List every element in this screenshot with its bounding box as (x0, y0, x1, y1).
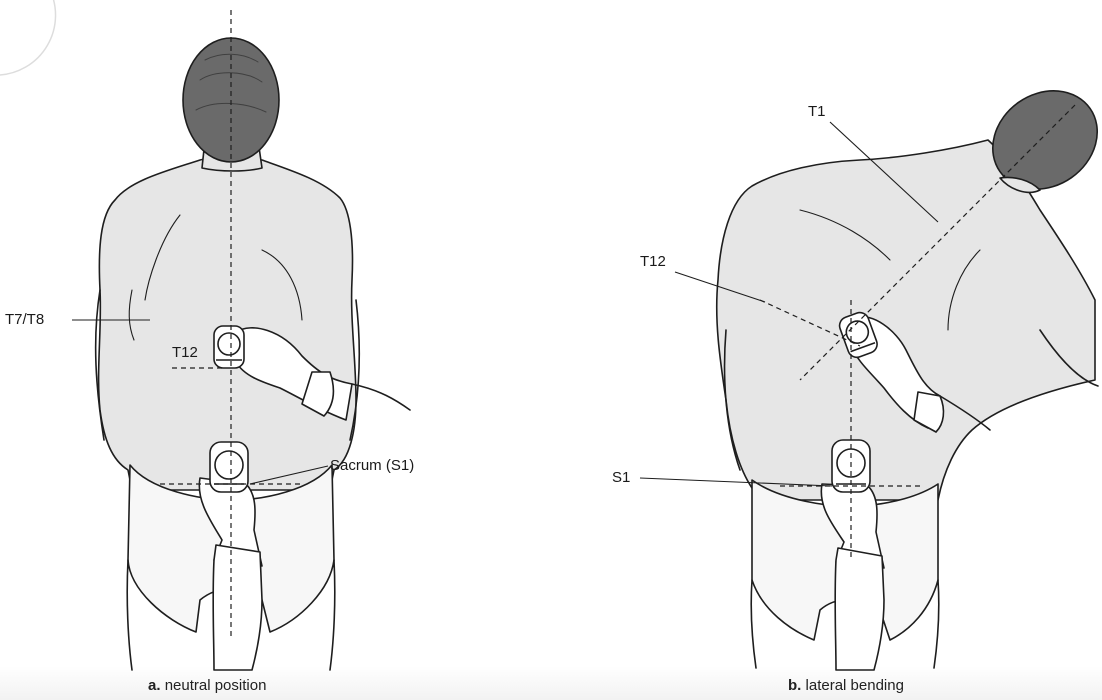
corner-circle-decoration (0, 0, 56, 75)
panel-b-caption-letter: b. (788, 677, 801, 694)
panel-a-caption: a. neutral position (148, 678, 266, 693)
panel-a-back (99, 157, 356, 490)
panel-b-label-t12: T12 (640, 254, 666, 269)
panel-a-label-t12: T12 (172, 345, 198, 360)
panel-a-examiner-cuff-line (352, 384, 410, 410)
panel-b-left-leg (751, 580, 756, 668)
panel-a-inclinometer-t12 (214, 326, 244, 368)
panel-b-right-leg (934, 580, 939, 668)
panel-b-back (717, 140, 1095, 500)
panel-a-caption-text: neutral position (165, 677, 267, 694)
panel-a-right-leg (330, 560, 335, 670)
panel-a-figure (96, 38, 410, 670)
panel-a-label-sacrum: Sacrum (S1) (330, 458, 414, 473)
panel-a-caption-letter: a. (148, 677, 161, 694)
panel-b-label-s1: S1 (612, 470, 630, 485)
panel-b-caption-text: lateral bending (806, 677, 904, 694)
panel-b-examiner-sleeve-sacrum (835, 548, 884, 670)
panel-a-examiner-sleeve-sacrum (213, 545, 262, 670)
panel-b-figure (717, 71, 1102, 670)
panel-b-caption: b. lateral bending (788, 678, 904, 693)
panel-b-label-t1: T1 (808, 104, 826, 119)
panel-a-label-t7t8: T7/T8 (5, 312, 44, 327)
